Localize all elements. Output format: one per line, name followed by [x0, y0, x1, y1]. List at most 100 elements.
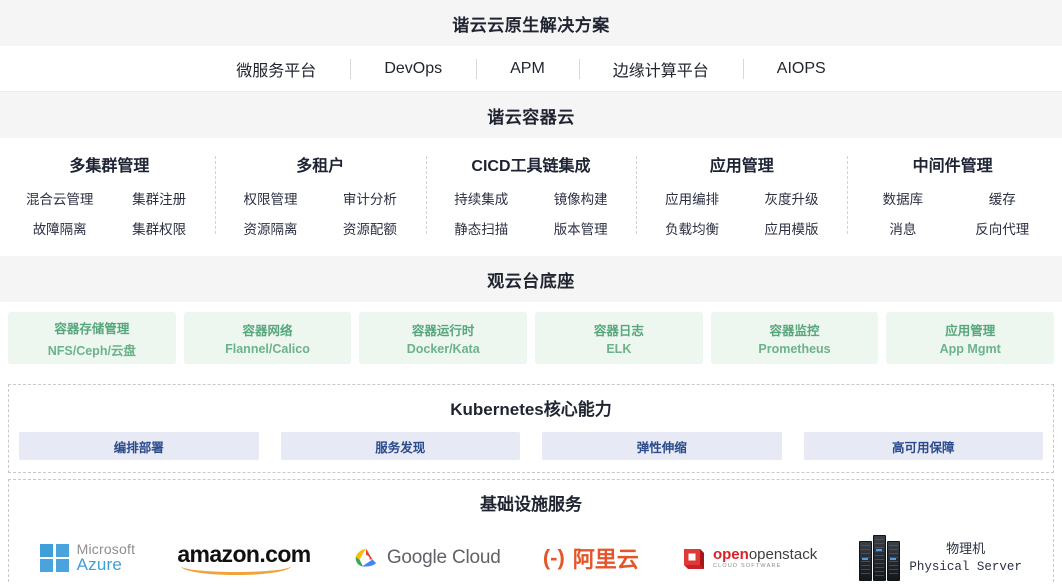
k8s-card-high-availability[interactable]: 高可用保障	[803, 432, 1043, 460]
physical-server-label-en: Physical Server	[909, 560, 1022, 575]
aliyun-label: 阿里云	[572, 547, 639, 572]
platform-row: 微服务平台 DevOps APM 边缘计算平台 AIOPS	[0, 46, 1062, 92]
capability-item[interactable]: 灰度升级	[764, 192, 819, 207]
logo-alibaba-cloud[interactable]: (-) 阿里云	[543, 542, 639, 574]
capability-item-list: 权限管理 审计分析 资源隔离 资源配额	[221, 188, 420, 238]
container-cloud-title: 谐云容器云	[487, 107, 575, 127]
capability-column-title: 多租户	[296, 158, 345, 175]
google-label: Google	[386, 547, 447, 568]
physical-server-labels: 物理机 Physical Server	[909, 540, 1022, 577]
azure-label-microsoft: Microsoft	[76, 540, 136, 557]
capability-item-list: 数据库 缓存 消息 反向代理	[853, 188, 1052, 238]
base-card-app-management[interactable]: 应用管理 App Mgmt	[886, 312, 1055, 364]
platform-item-microservice[interactable]: 微服务平台	[236, 62, 317, 80]
amazon-smile-icon	[181, 566, 291, 575]
k8s-card-orchestration[interactable]: 编排部署	[19, 432, 259, 460]
amazon-label-dotcom: .com	[259, 541, 311, 567]
base-card-title: 容器日志	[593, 324, 644, 338]
capability-item[interactable]: 缓存	[988, 192, 1016, 207]
base-card-subtitle: Flannel/Calico	[225, 342, 310, 356]
aliyun-bracket-icon: (-)	[542, 545, 565, 570]
capability-item[interactable]: 资源配额	[342, 222, 397, 237]
openstack-cube-icon	[681, 545, 707, 571]
capability-item[interactable]: 镜像构建	[553, 192, 608, 207]
capability-column-app-management: 应用管理 应用编排 灰度升级 负载均衡 应用模版	[636, 150, 847, 240]
k8s-card-service-discovery[interactable]: 服务发现	[280, 432, 520, 460]
capability-item[interactable]: 混合云管理	[25, 192, 94, 207]
base-card-subtitle: Prometheus	[758, 342, 831, 356]
capability-item-list: 混合云管理 集群注册 故障隔离 集群权限	[10, 188, 209, 238]
capability-column-title: 中间件管理	[912, 158, 993, 175]
base-card-container-storage[interactable]: 容器存储管理 NFS/Ceph/云盘	[8, 312, 176, 364]
logo-openstack[interactable]: openopenstack CLOUD SOFTWARE	[681, 545, 817, 571]
infrastructure-logo-row: Microsoft Azure amazon.com	[19, 527, 1043, 584]
capability-column-middleware: 中间件管理 数据库 缓存 消息 反向代理	[847, 150, 1058, 240]
base-card-container-network[interactable]: 容器网络 Flannel/Calico	[183, 312, 352, 364]
infrastructure-section: 基础设施服务 Microsoft Azure amazon.com	[8, 479, 1054, 584]
base-card-container-runtime[interactable]: 容器运行时 Docker/Kata	[359, 312, 528, 364]
kubernetes-section: Kubernetes核心能力 编排部署 服务发现 弹性伸缩 高可用保障	[8, 384, 1054, 473]
capability-column-multi-tenant: 多租户 权限管理 审计分析 资源隔离 资源配额	[214, 150, 426, 240]
base-platform-cards: 容器存储管理 NFS/Ceph/云盘 容器网络 Flannel/Calico 容…	[0, 302, 1062, 378]
capability-item[interactable]: 权限管理	[243, 192, 298, 207]
infrastructure-title: 基础设施服务	[480, 495, 582, 514]
base-card-title: 容器存储管理	[54, 321, 130, 336]
openstack-label: openopenstack	[712, 545, 818, 563]
capability-item[interactable]: 版本管理	[553, 222, 608, 237]
capability-item[interactable]: 故障隔离	[32, 222, 87, 237]
capability-item[interactable]: 应用模版	[764, 222, 819, 237]
base-card-title: 应用管理	[945, 324, 996, 338]
capability-item[interactable]: 数据库	[882, 192, 924, 207]
capability-item[interactable]: 审计分析	[342, 192, 397, 207]
logo-microsoft-azure[interactable]: Microsoft Azure	[40, 542, 135, 575]
capability-column-title: 应用管理	[709, 158, 774, 175]
platform-item-edge[interactable]: 边缘计算平台	[579, 57, 743, 81]
base-card-subtitle: App Mgmt	[939, 342, 1001, 356]
base-card-title: 容器运行时	[411, 324, 475, 338]
capability-item[interactable]: 资源隔离	[243, 222, 298, 237]
capability-item[interactable]: 持续集成	[454, 192, 509, 207]
logo-google-cloud[interactable]: Google Cloud	[353, 547, 501, 569]
server-rack-unit	[887, 541, 901, 581]
base-platform-title-band: 观云台底座	[0, 256, 1062, 302]
capability-item[interactable]: 消息	[889, 222, 917, 237]
server-rack-unit	[873, 535, 887, 581]
logo-physical-server[interactable]: 物理机 Physical Server	[859, 535, 1022, 581]
google-cloud-icon	[353, 547, 379, 569]
capability-item[interactable]: 负载均衡	[665, 222, 720, 237]
solution-title: 谐云云原生解决方案	[452, 15, 610, 35]
base-card-title: 容器网络	[242, 324, 293, 338]
openstack-label-stack: openstack	[748, 545, 818, 563]
base-card-subtitle: NFS/Ceph/云盘	[47, 343, 136, 358]
capability-column-title: CICD工具链集成	[471, 158, 591, 175]
capability-item-list: 持续集成 镜像构建 静态扫描 版本管理	[432, 188, 631, 238]
k8s-card-autoscaling[interactable]: 弹性伸缩	[542, 432, 782, 460]
amazon-label: amazon	[177, 541, 260, 567]
azure-label-azure: Azure	[76, 555, 122, 575]
capability-item[interactable]: 集群权限	[132, 222, 187, 237]
base-card-container-logs[interactable]: 容器日志 ELK	[535, 312, 703, 364]
amazon-wordmark: amazon.com	[177, 541, 311, 568]
server-rack-unit	[859, 541, 873, 581]
base-card-subtitle: Docker/Kata	[406, 342, 480, 356]
container-cloud-title-band: 谐云容器云	[0, 92, 1062, 138]
capability-column-cicd: CICD工具链集成 持续集成 镜像构建 静态扫描 版本管理	[425, 150, 637, 240]
capability-column-multi-cluster: 多集群管理 混合云管理 集群注册 故障隔离 集群权限	[4, 150, 215, 240]
platform-item-devops[interactable]: DevOps	[350, 60, 476, 78]
openstack-wordmark: openopenstack CLOUD SOFTWARE	[712, 545, 818, 570]
logo-amazon[interactable]: amazon.com	[177, 541, 311, 575]
platform-item-apm[interactable]: APM	[476, 60, 579, 78]
base-card-subtitle: ELK	[606, 342, 632, 356]
google-cloud-wordmark: Google Cloud	[387, 547, 501, 569]
base-card-container-monitoring[interactable]: 容器监控 Prometheus	[710, 312, 879, 364]
azure-wordmark: Microsoft Azure	[77, 542, 136, 575]
physical-server-label-cn: 物理机	[946, 540, 986, 556]
capability-item[interactable]: 集群注册	[132, 192, 187, 207]
capability-item-list: 应用编排 灰度升级 负载均衡 应用模版	[642, 188, 841, 238]
capability-item[interactable]: 静态扫描	[454, 222, 509, 237]
capability-column-title: 多集群管理	[69, 158, 150, 175]
capability-item[interactable]: 应用编排	[665, 192, 720, 207]
capability-item[interactable]: 反向代理	[975, 222, 1030, 237]
platform-item-aiops[interactable]: AIOPS	[743, 60, 860, 78]
